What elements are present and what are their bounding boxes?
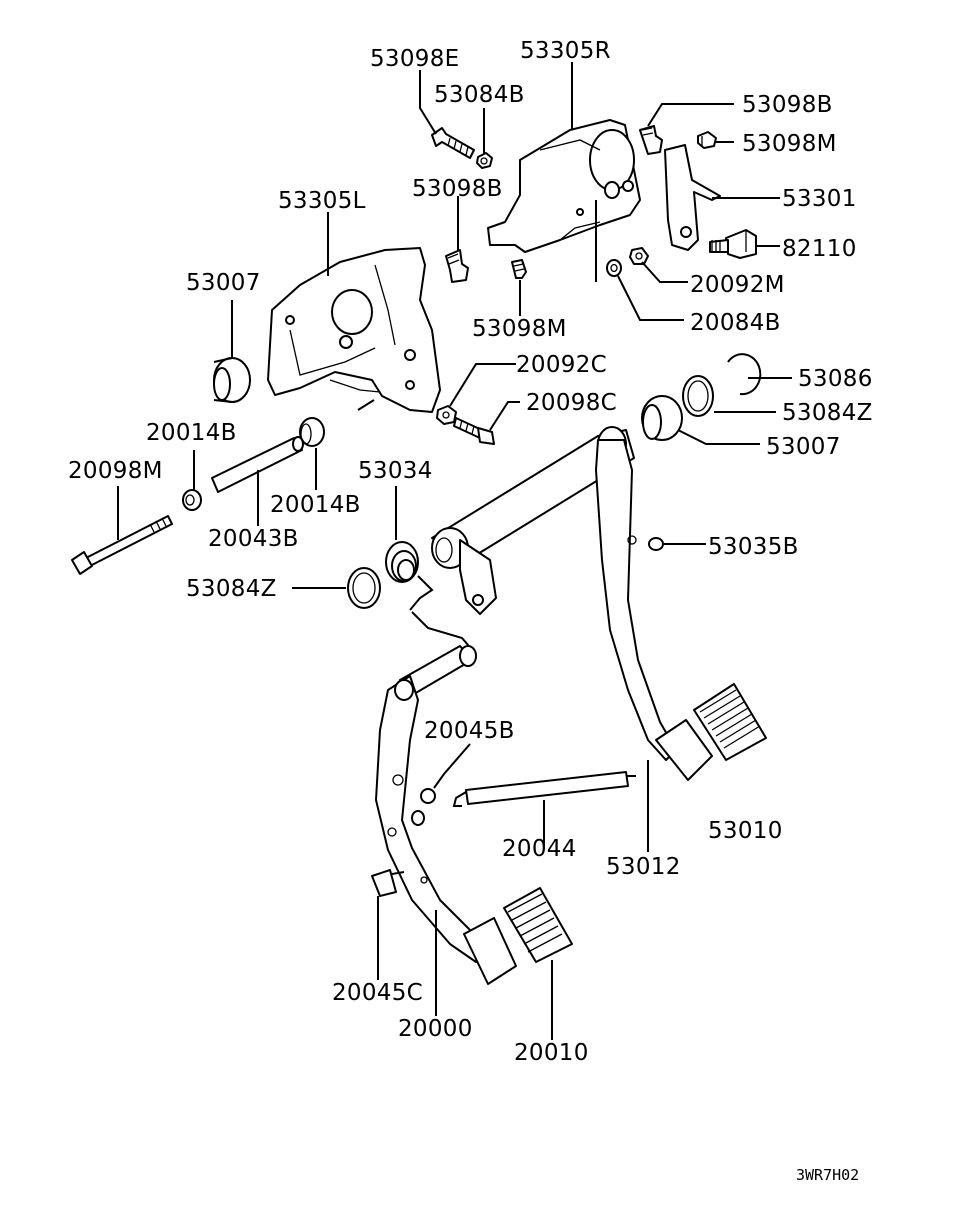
diagram-code: 3WR7H02 <box>796 1166 859 1184</box>
label-20000: 20000 <box>398 1016 473 1042</box>
label-53305l: 53305L <box>278 188 366 214</box>
label-20044: 20044 <box>502 836 577 862</box>
bolt-53098m-mid <box>511 259 527 279</box>
bolt-20098c <box>453 417 495 445</box>
bushing-53007-right <box>641 395 683 441</box>
label-20098c: 20098C <box>526 390 617 416</box>
label-53098e: 53098E <box>370 46 460 72</box>
label-20010: 20010 <box>514 1040 589 1066</box>
washer-20084b <box>606 259 622 277</box>
bracket-53305l <box>267 247 441 413</box>
bracket-53305r <box>487 119 641 253</box>
brake-pedal-53012 <box>431 426 713 781</box>
stopper-20045c <box>371 869 405 897</box>
label-53084z-left: 53084Z <box>186 576 277 602</box>
label-20092m: 20092M <box>690 272 785 298</box>
stopper-20045b <box>420 788 436 804</box>
bushing-53007-left <box>213 357 251 403</box>
nut-20092c <box>436 405 457 425</box>
label-20084b: 20084B <box>690 310 781 336</box>
ring-53084z-right <box>682 375 714 417</box>
label-53098m-mid: 53098M <box>472 316 567 342</box>
part-labels: 53098E 53305R 53084B 53098B 53098M 53098… <box>68 38 873 1184</box>
label-53010: 53010 <box>708 818 783 844</box>
bolt-53098m-top <box>697 131 717 149</box>
label-53098m-top: 53098M <box>742 131 837 157</box>
leader-lines <box>117 62 792 1040</box>
label-53098b-top: 53098B <box>742 92 833 118</box>
nut-20092m <box>629 247 649 265</box>
label-53034: 53034 <box>358 458 433 484</box>
bushing-20014b-top <box>299 417 325 447</box>
label-53035b: 53035B <box>708 534 799 560</box>
label-53007-left: 53007 <box>186 270 261 296</box>
label-53007-right: 53007 <box>766 434 841 460</box>
shaft-20043b <box>211 436 304 493</box>
label-53084b: 53084B <box>434 82 525 108</box>
label-53301: 53301 <box>782 186 857 212</box>
label-20045b: 20045B <box>424 718 515 744</box>
clip-53086 <box>727 353 762 396</box>
label-20014b-bottom: 20014B <box>270 492 361 518</box>
label-20043b: 20043B <box>208 526 299 552</box>
nut-53084b <box>476 152 493 169</box>
label-53012: 53012 <box>606 854 681 880</box>
bushing-20014b-bottom <box>182 489 202 511</box>
spring-53034 <box>385 541 434 611</box>
label-20014b-top: 20014B <box>146 420 237 446</box>
label-82110: 82110 <box>782 236 857 262</box>
stopper-53035b <box>648 537 664 551</box>
clutch-pedal-20000 <box>375 611 517 985</box>
label-20098m: 20098M <box>68 458 163 484</box>
ring-53084z-left <box>347 567 381 609</box>
switch-82110 <box>709 229 757 259</box>
bolt-53098e <box>431 127 475 159</box>
label-53084z-right: 53084Z <box>782 400 873 426</box>
bracket-53301 <box>664 144 721 251</box>
label-20045c: 20045C <box>332 980 423 1006</box>
label-53098b-mid: 53098B <box>412 176 503 202</box>
spring-rod-20044 <box>411 771 636 826</box>
label-53086: 53086 <box>798 366 873 392</box>
bolt-53098b-mid <box>445 249 469 283</box>
pad-53010 <box>693 683 767 761</box>
label-53305r: 53305R <box>520 38 611 64</box>
label-20092c: 20092C <box>516 352 607 378</box>
bolt-53098b-top <box>639 125 663 155</box>
pad-20010 <box>503 887 573 963</box>
bolt-20098m <box>71 515 173 575</box>
